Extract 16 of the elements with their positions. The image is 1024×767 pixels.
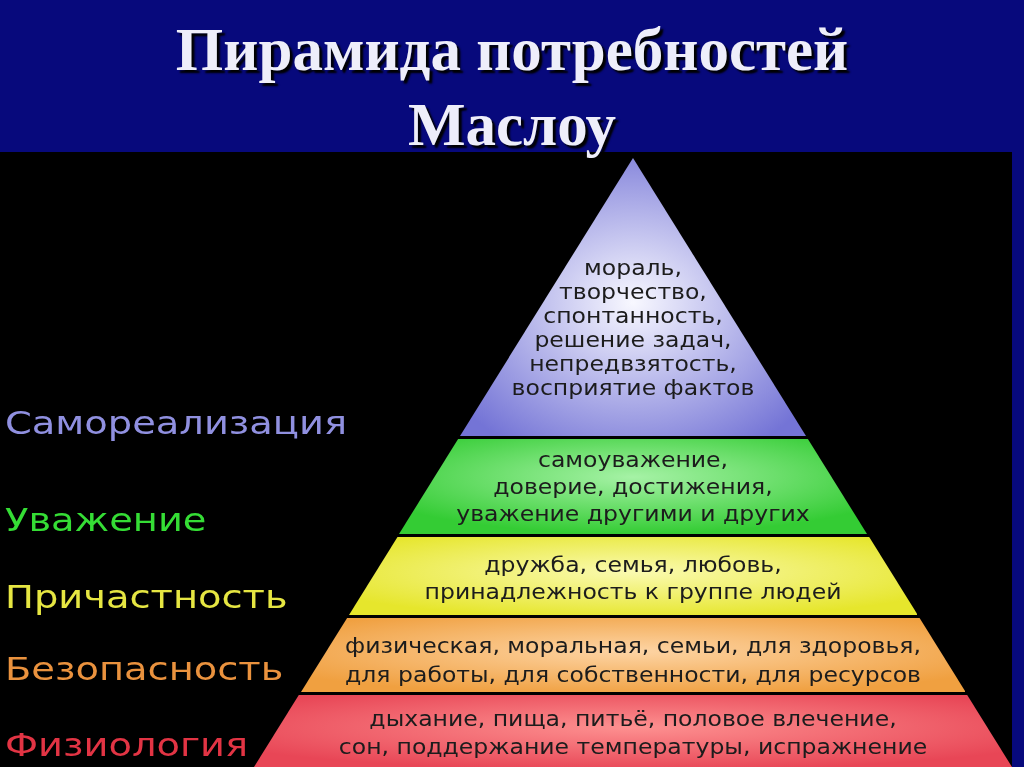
tier-label: Безопасность bbox=[5, 650, 284, 688]
pyramid-tier bbox=[460, 158, 806, 436]
tier-description: мораль, творчество, спонтанность, решение задач, непредвзятость, восприятие фактов bbox=[511, 256, 755, 400]
tier-description: дружба, семья, любовь, принадлежность к группе людей bbox=[424, 551, 842, 605]
tier-description: физическая, моральная, семьи, для здоровья, для работы, для собственности, для ресурсов bbox=[345, 632, 921, 689]
tier-description: самоуважение, доверие, достижения, уважение другими и других bbox=[456, 446, 810, 527]
pyramid-tier bbox=[348, 537, 918, 615]
tier-label: Уважение bbox=[5, 501, 207, 539]
pyramid-tier bbox=[399, 439, 867, 534]
tier-description: дыхание, пища, питьё, половое влечение, сон, поддержание температуры, испражнение bbox=[338, 705, 928, 761]
tier-label: Физиология bbox=[5, 726, 249, 764]
pyramid-tier bbox=[300, 618, 966, 692]
tier-label: Самореализация bbox=[5, 404, 347, 442]
tier-label: Причастность bbox=[5, 578, 288, 616]
slide-title: Пирамида потребностей Маслоу bbox=[174, 15, 850, 160]
pyramid-tier bbox=[254, 695, 1012, 767]
